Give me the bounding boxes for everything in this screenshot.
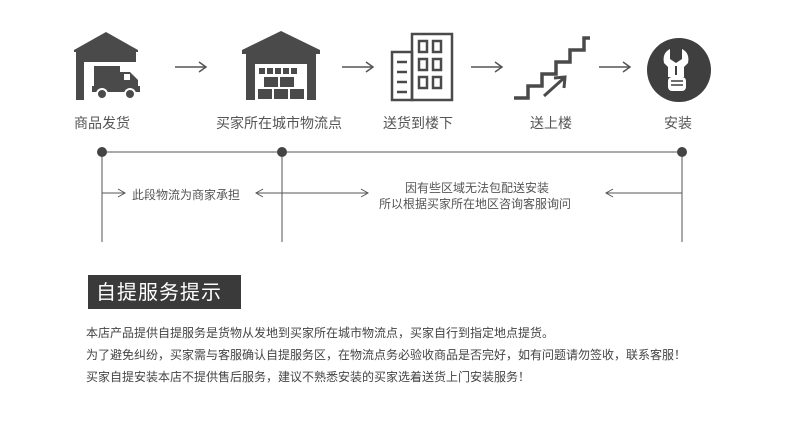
notice-title: 自提服务提示 <box>88 275 241 309</box>
arrow-right-icon <box>175 61 208 73</box>
warehouse-truck-icon <box>74 32 140 100</box>
wrench-icon <box>647 38 711 102</box>
stairs-up-icon <box>514 36 590 100</box>
service-area-note-line2: 所以根据买家所在地区咨询客服询问 <box>379 197 572 211</box>
notice-line: 本店产品提供自提服务是货物从发地到买家所在城市物流点，买家自行到指定地点提货。 <box>86 326 555 340</box>
service-area-note-line1: 因有些区域无法包配送安装 <box>405 181 550 195</box>
step-label-downstairs: 送货到楼下 <box>383 116 453 132</box>
warehouse-boxes-icon <box>242 31 320 100</box>
building-icon <box>390 32 454 102</box>
notice-line: 买家自提安装本店不提供售后服务，建议不熟悉安装的买家选着送货上门安装服务！ <box>86 370 531 384</box>
step-label-install: 安装 <box>664 116 692 132</box>
arrow-right-icon <box>342 61 375 73</box>
arrow-right-icon <box>599 61 632 73</box>
arrow-right-icon <box>471 61 504 73</box>
merchant-logistics-note: 此段物流为商家承担 <box>132 188 241 202</box>
notice-line: 为了避免纠纷，买家需与客服确认自提服务区，在物流点务必验收商品是否完好，如有问题… <box>86 348 687 362</box>
timeline <box>97 147 687 242</box>
step-label-city-depot: 买家所在城市物流点 <box>216 116 342 132</box>
step-label-ship: 商品发货 <box>74 116 130 132</box>
step-label-upstairs: 送上楼 <box>530 116 572 132</box>
